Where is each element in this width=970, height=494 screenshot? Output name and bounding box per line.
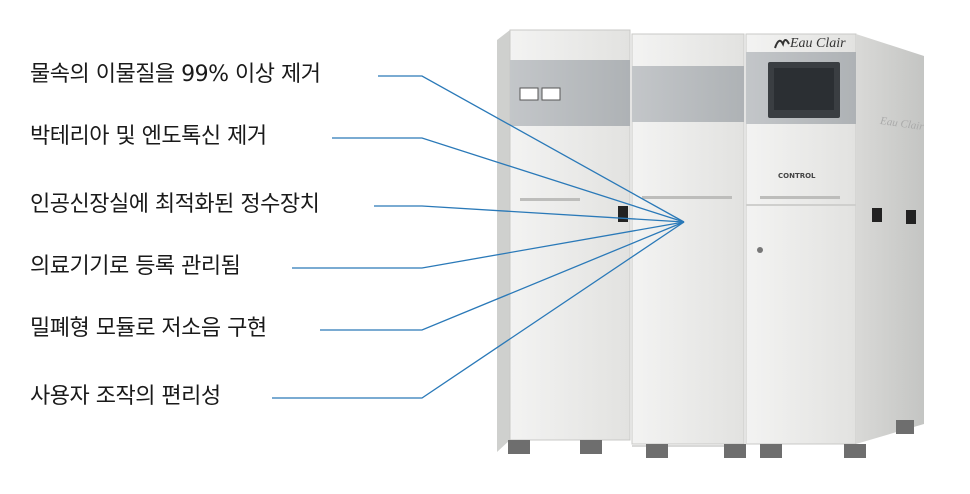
callout-lines [272,75,685,399]
touch-screen [774,68,834,110]
feature-item: 박테리아 및 엔도톡신 제거 [30,124,267,149]
meter-display [541,87,561,101]
latch-icon [872,208,882,222]
leaf-logo-icon [774,39,790,49]
lock-icon [757,247,763,253]
feature-item: 밀폐형 모듈로 저소음 구현 [30,316,267,341]
feature-item: 물속의 이물질을 99% 이상 제거 [30,62,321,87]
feature-item: 의료기기로 등록 관리됨 [30,254,241,279]
brand-logo: Eau Clair [790,36,846,51]
latch-icon [618,206,628,222]
latch-icon [906,210,916,224]
feature-item: 사용자 조작의 편리성 [30,384,221,409]
cabinet-feet [508,420,914,458]
left-module [497,29,631,452]
right-module [745,33,924,445]
module-label: CONTROL [778,172,816,180]
middle-module [631,33,745,447]
meter-display [519,87,539,101]
feature-item: 인공신장실에 최적화된 정수장치 [30,192,320,217]
